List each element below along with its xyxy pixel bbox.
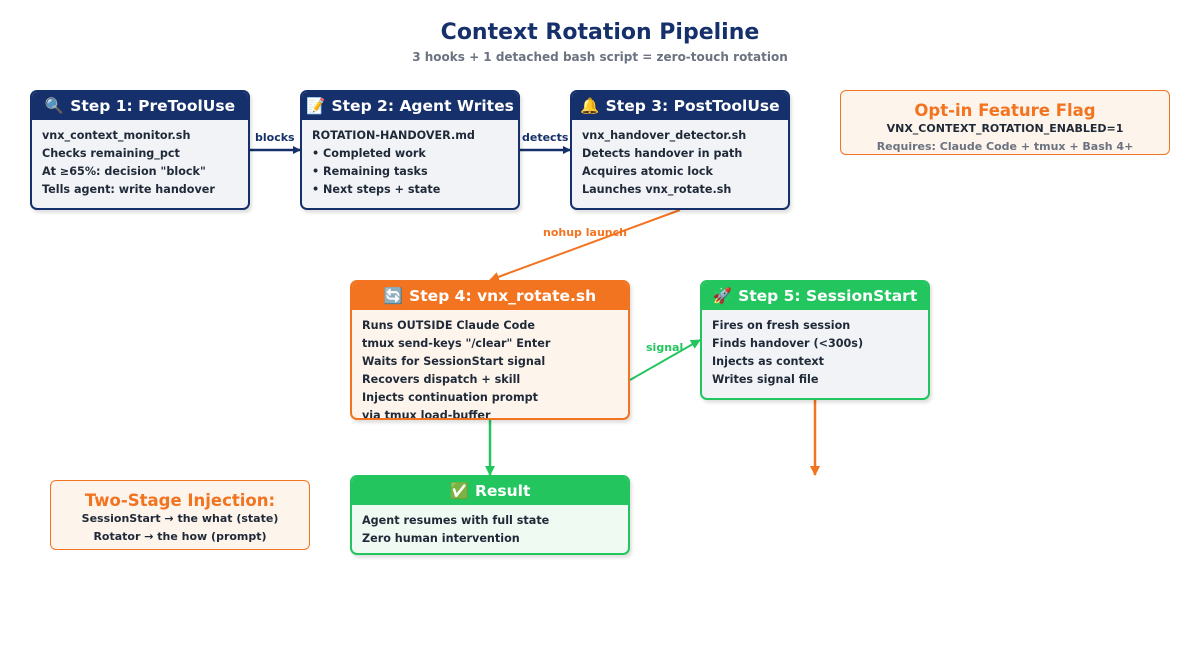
two-stage-injection-note: Two-Stage Injection: SessionStart → the … (50, 480, 310, 550)
step3-title: Step 3: PostToolUse (605, 97, 780, 115)
two-stage-line: SessionStart → the what (state) (81, 512, 279, 525)
step1-line: Checks remaining_pct (42, 147, 180, 160)
two-stage-line: Rotator → the how (prompt) (93, 530, 267, 543)
diagram-subtitle: 3 hooks + 1 detached bash script = zero-… (412, 50, 788, 64)
step1-header: 🔍 Step 1: PreToolUse (32, 92, 248, 120)
step1-card: 🔍 Step 1: PreToolUse vnx_context_monitor.… (30, 90, 250, 210)
step2-title: Step 2: Agent Writes (331, 97, 514, 115)
step2-line: ROTATION-HANDOVER.md (312, 129, 475, 142)
diagram-title: Context Rotation Pipeline (440, 20, 760, 45)
step3-line: Acquires atomic lock (582, 165, 713, 178)
feature-flag-requirements: Requires: Claude Code + tmux + Bash 4+ (876, 140, 1134, 153)
step4-line: Injects continuation prompt (362, 391, 538, 404)
memo-icon: 📝 (306, 97, 326, 115)
two-stage-title: Two-Stage Injection: (84, 491, 276, 510)
feature-flag-variable: VNX_CONTEXT_ROTATION_ENABLED=1 (886, 122, 1124, 135)
step5-card: 🚀 Step 5: SessionStart Fires on fresh ses… (700, 280, 930, 400)
arrow-step4-to-step5 (629, 339, 701, 381)
step5-line: Fires on fresh session (712, 319, 851, 332)
check-icon: ✅ (449, 482, 469, 500)
arrow-step3-to-step4 (489, 209, 681, 282)
feature-flag-title: Opt-in Feature Flag (914, 101, 1096, 120)
step1-title: Step 1: PreToolUse (70, 97, 236, 115)
result-line: Agent resumes with full state (362, 514, 550, 527)
result-header: ✅ Result (352, 477, 628, 505)
step4-header: 🔄 Step 4: vnx_rotate.sh (352, 282, 628, 310)
bell-icon: 🔔 (580, 97, 600, 115)
step5-line: Injects as context (712, 355, 824, 368)
step2-line: • Remaining tasks (312, 165, 428, 178)
edge-label-blocks: blocks (255, 131, 295, 144)
step1-line: At ≥65%: decision "block" (42, 165, 206, 178)
step4-line: Waits for SessionStart signal (362, 355, 546, 368)
step3-card: 🔔 Step 3: PostToolUse vnx_handover_detect… (570, 90, 790, 210)
step5-line: Writes signal file (712, 373, 819, 386)
magnifier-icon: 🔍 (44, 97, 65, 115)
step2-header: 📝 Step 2: Agent Writes (302, 92, 518, 120)
rotate-icon: 🔄 (383, 287, 404, 305)
step5-header: 🚀 Step 5: SessionStart (702, 282, 928, 310)
step4-line: Runs OUTSIDE Claude Code (362, 319, 535, 332)
step1-line: vnx_context_monitor.sh (42, 129, 191, 142)
step4-line: tmux send-keys "/clear" Enter (362, 337, 551, 350)
step5-line: Finds handover (<300s) (712, 337, 864, 350)
rocket-icon: 🚀 (712, 287, 733, 305)
result-title: Result (474, 482, 531, 500)
step5-title: Step 5: SessionStart (738, 287, 918, 305)
step3-line: Launches vnx_rotate.sh (582, 183, 732, 196)
step3-line: Detects handover in path (582, 147, 743, 160)
step4-title: Step 4: vnx_rotate.sh (409, 287, 597, 305)
result-card: ✅ Result Agent resumes with full state Ze… (350, 475, 630, 555)
step3-line: vnx_handover_detector.sh (582, 129, 747, 142)
feature-flag-note: Opt-in Feature Flag VNX_CONTEXT_ROTATION… (840, 90, 1170, 155)
edge-label-detects: detects (522, 131, 569, 144)
step2-card: 📝 Step 2: Agent Writes ROTATION-HANDOVER.… (300, 90, 520, 210)
step4-card: 🔄 Step 4: vnx_rotate.sh Runs OUTSIDE Clau… (350, 280, 630, 420)
edge-label-signal: signal (646, 341, 684, 354)
step4-line: via tmux load-buffer (362, 409, 491, 420)
result-line: Zero human intervention (362, 532, 520, 545)
step1-line: Tells agent: write handover (42, 183, 215, 196)
step4-line: Recovers dispatch + skill (362, 373, 521, 386)
step2-line: • Next steps + state (312, 183, 441, 196)
step3-header: 🔔 Step 3: PostToolUse (572, 92, 788, 120)
edge-label-nohup-launch: nohup launch (543, 226, 627, 239)
step2-line: • Completed work (312, 147, 426, 160)
